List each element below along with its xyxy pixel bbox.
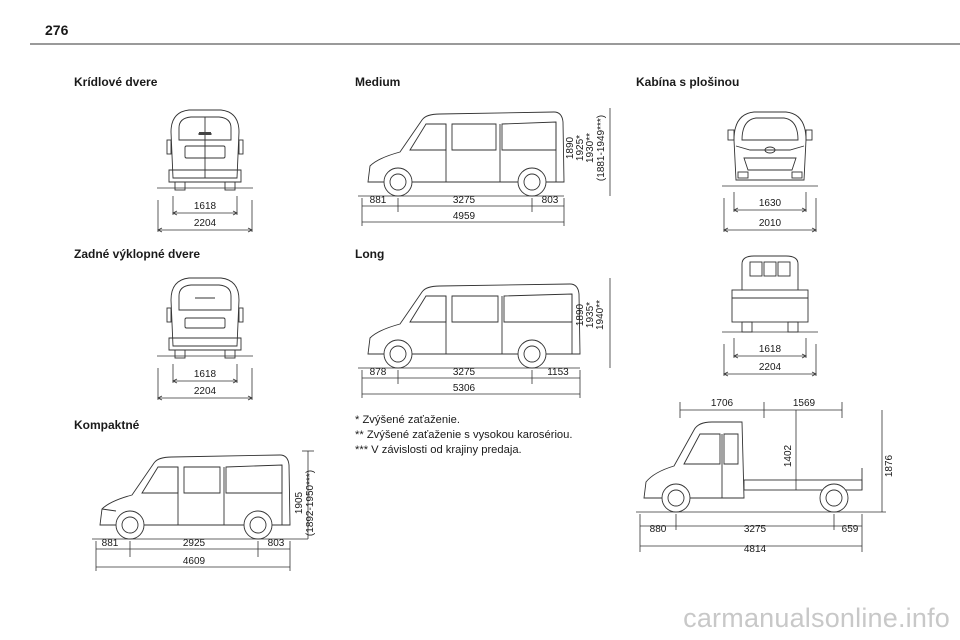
rear-view-tailgate-figure: 1618 2204 [155, 268, 255, 403]
height-label: 1890 [575, 303, 586, 326]
rear-overhang-label: 659 [842, 524, 859, 535]
watermark: carmanualsonline.info [683, 603, 950, 633]
platform-length-label: 1569 [793, 398, 816, 409]
page-number: 276 [45, 22, 69, 38]
footnote-1: * Zvýšené zaťaženie. [355, 414, 460, 426]
rear-overhang-label: 1153 [547, 367, 569, 378]
rear-width-1618-label: 1618 [194, 201, 217, 212]
height-range-label: (1881-1949***) [596, 115, 607, 181]
rear-width-1618-label: 1618 [194, 369, 217, 380]
front-overhang-label: 880 [650, 524, 667, 535]
rear-overhang-label: 803 [542, 195, 559, 206]
side-view-compact-figure: 881 2925 803 4609 1905 (1892-1950***) [92, 443, 322, 573]
section-title-kabina: Kabína s plošinou [636, 75, 740, 89]
platform-height-label: 1402 [783, 444, 794, 467]
section-title-long: Long [355, 247, 385, 261]
front-width-2010-label: 2010 [759, 218, 782, 229]
total-length-label: 4959 [453, 211, 476, 222]
platform-width-1618-label: 1618 [759, 344, 782, 355]
rear-view-cab-platform-figure: 1618 2204 [720, 250, 820, 380]
platform-width-2204-label: 2204 [759, 362, 782, 373]
cab-length-label: 1706 [711, 398, 734, 409]
height-label: 1905 [294, 491, 305, 514]
height-raised-label: 1935* [585, 302, 596, 328]
header-rule [30, 43, 960, 45]
total-length-label: 4609 [183, 556, 206, 567]
total-length-label: 5306 [453, 383, 476, 394]
height-label: 1890 [565, 136, 576, 159]
footnotes: * Zvýšené zaťaženie. ** Zvýšené zaťaženi… [355, 413, 572, 458]
total-height-label: 1876 [884, 454, 895, 477]
front-overhang-label: 881 [370, 195, 387, 206]
rear-width-2204-label: 2204 [194, 218, 217, 229]
section-title-kridlove: Krídlové dvere [74, 75, 158, 89]
wheelbase-label: 3275 [744, 524, 767, 535]
front-view-cab-figure: 1630 2010 [720, 100, 820, 235]
front-overhang-label: 878 [370, 367, 387, 378]
front-overhang-label: 881 [102, 538, 119, 549]
height-range-label: (1892-1950***) [305, 470, 316, 536]
side-view-cab-platform-figure: 1706 1569 1402 1876 880 3275 659 4814 [636, 396, 896, 556]
footnote-3: *** V závislosti od krajiny predaja. [355, 444, 522, 456]
section-title-zadne: Zadné výklopné dvere [74, 247, 201, 261]
section-title-kompaktne: Kompaktné [74, 418, 140, 432]
total-length-label: 4814 [744, 544, 767, 555]
section-title-medium: Medium [355, 75, 401, 89]
wheelbase-label: 2925 [183, 538, 206, 549]
height-high-label: 1940** [595, 300, 606, 330]
side-view-long-figure: 878 3275 1153 5306 1890 1935* 1940** [358, 270, 618, 400]
rear-view-wing-doors-figure: 1618 2204 [155, 100, 255, 235]
wheelbase-label: 3275 [453, 195, 476, 206]
footnote-2: ** Zvýšené zaťaženie s vysokou karosério… [355, 429, 573, 441]
rear-width-2204-label: 2204 [194, 386, 217, 397]
front-width-1630-label: 1630 [759, 198, 782, 209]
rear-overhang-label: 803 [268, 538, 285, 549]
height-raised-label: 1925* [575, 135, 586, 161]
height-high-label: 1930** [585, 133, 596, 163]
side-view-medium-figure: 881 3275 803 4959 1890 1925* 1930** (188… [358, 100, 618, 228]
wheelbase-label: 3275 [453, 367, 476, 378]
